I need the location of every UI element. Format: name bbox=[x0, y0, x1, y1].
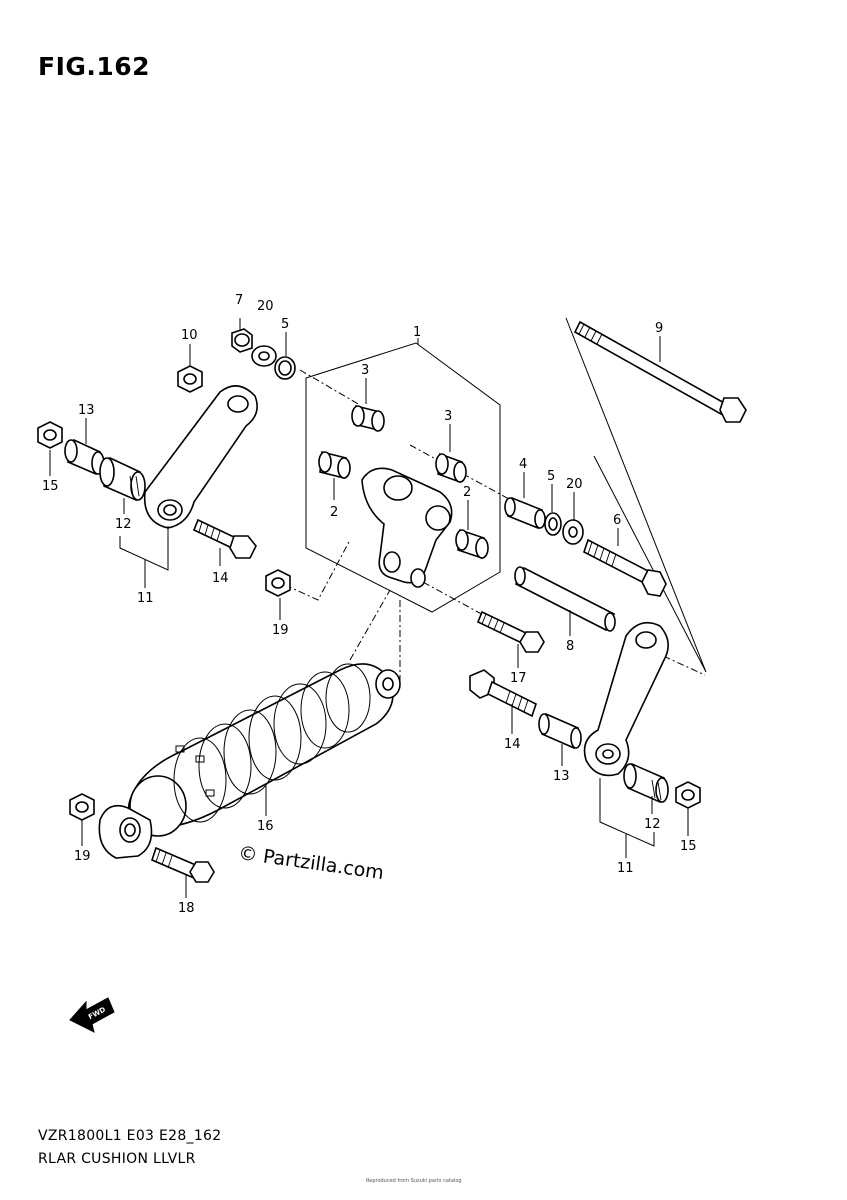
washer-20-upper bbox=[251, 345, 277, 367]
assembly-1-outline bbox=[305, 342, 501, 613]
callout-7: 7 bbox=[235, 293, 243, 308]
nut-7 bbox=[231, 328, 253, 353]
callout-6: 6 bbox=[613, 513, 621, 528]
fwd-arrow-icon: FWD bbox=[69, 997, 115, 1033]
collar-13-left bbox=[64, 438, 105, 476]
bolt-6 bbox=[583, 538, 667, 597]
footer-note: Reproduced from Suzuki parts catalog bbox=[366, 1178, 462, 1184]
callout-3: 3 bbox=[361, 363, 369, 378]
callout-12: 12 bbox=[115, 517, 132, 532]
bolt-9 bbox=[573, 320, 747, 423]
callout-20: 20 bbox=[566, 477, 583, 492]
callout-15: 15 bbox=[42, 479, 59, 494]
nut-19-upper bbox=[265, 569, 291, 597]
callout-4: 4 bbox=[519, 457, 527, 472]
collar-13-right bbox=[538, 712, 582, 750]
callout-15: 15 bbox=[680, 839, 697, 854]
cushion-lever-body bbox=[361, 467, 453, 588]
right-lever-11 bbox=[583, 621, 669, 777]
callout-18: 18 bbox=[178, 901, 195, 916]
shock-absorber-16 bbox=[98, 663, 401, 859]
seal-5-right bbox=[544, 512, 562, 536]
callout-2: 2 bbox=[330, 505, 338, 520]
axis-shock-upper bbox=[349, 589, 391, 661]
bearing-2-right bbox=[455, 528, 489, 560]
callout-12: 12 bbox=[644, 817, 661, 832]
bearing-12-right bbox=[623, 762, 669, 804]
callout-8: 8 bbox=[566, 639, 574, 654]
callout-3: 3 bbox=[444, 409, 452, 424]
callout-9: 9 bbox=[655, 321, 663, 336]
callout-14: 14 bbox=[504, 737, 521, 752]
bearing-3-right bbox=[435, 452, 467, 484]
bracket-11-right bbox=[599, 778, 655, 847]
axis-lower-link bbox=[409, 574, 521, 636]
callout-19: 19 bbox=[272, 623, 289, 638]
bolt-18 bbox=[151, 846, 215, 883]
nut-10 bbox=[177, 365, 203, 393]
bolt-14-left bbox=[192, 518, 257, 559]
callout-20: 20 bbox=[257, 299, 274, 314]
nut-19-lower bbox=[69, 793, 95, 821]
bearing-12-left bbox=[99, 456, 146, 502]
callout-13: 13 bbox=[78, 403, 95, 418]
washer-20-right bbox=[562, 519, 584, 545]
rod-8 bbox=[514, 566, 616, 632]
callout-1: 1 bbox=[413, 325, 421, 340]
bearing-3-upper bbox=[351, 405, 385, 432]
seal-5-upper bbox=[274, 356, 296, 380]
callout-19: 19 bbox=[74, 849, 91, 864]
callout-11: 11 bbox=[617, 861, 634, 876]
callout-13: 13 bbox=[553, 769, 570, 784]
bolt-14-right bbox=[469, 669, 537, 718]
part-name: RLAR CUSHION LLVLR bbox=[38, 1151, 196, 1167]
model-code: VZR1800L1 E03 E28_162 bbox=[38, 1128, 222, 1144]
callout-5: 5 bbox=[281, 317, 289, 332]
callout-14: 14 bbox=[212, 571, 229, 586]
callout-11: 11 bbox=[137, 591, 154, 606]
nut-15-right bbox=[675, 781, 701, 809]
callout-10: 10 bbox=[181, 328, 198, 343]
figure-title: FIG.162 bbox=[38, 52, 151, 81]
bracket-11-left bbox=[119, 526, 169, 571]
axis-bearing-upper bbox=[299, 369, 361, 406]
bearing-2-left bbox=[318, 450, 351, 480]
callout-5: 5 bbox=[547, 469, 555, 484]
callout-2: 2 bbox=[463, 485, 471, 500]
assembly-9-outline bbox=[565, 317, 707, 673]
callout-17: 17 bbox=[510, 671, 527, 686]
axis-nut-19 bbox=[284, 539, 351, 601]
bolt-17 bbox=[476, 610, 545, 653]
callout-16: 16 bbox=[257, 819, 274, 834]
spacer-4 bbox=[504, 496, 546, 530]
nut-15-left bbox=[37, 421, 63, 449]
left-lever-11 bbox=[143, 385, 258, 529]
